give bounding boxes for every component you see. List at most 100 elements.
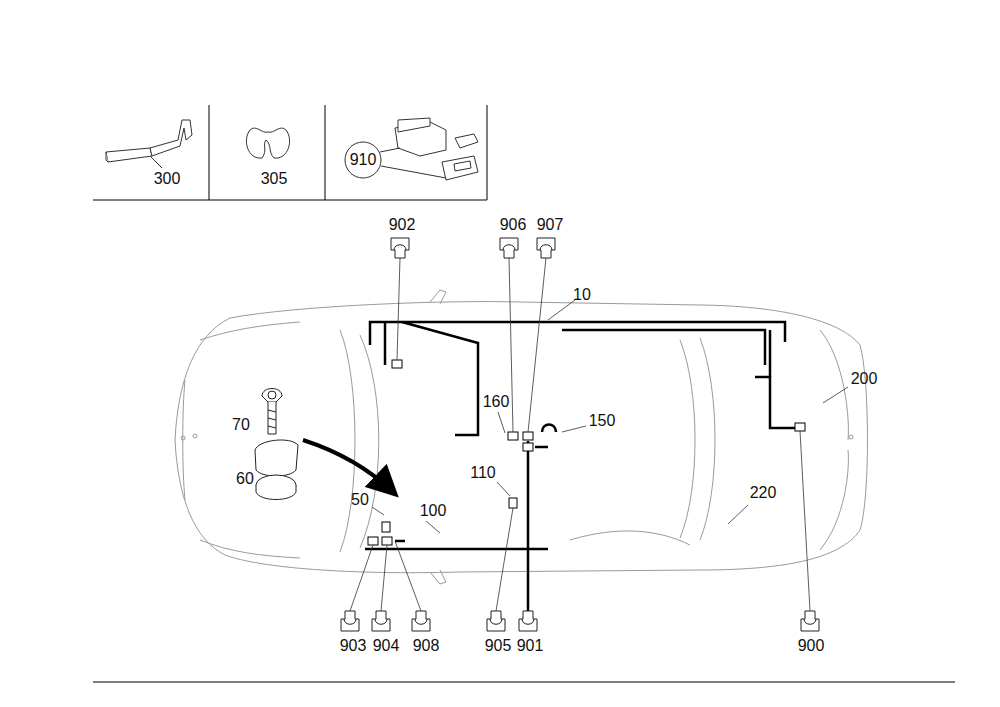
callout-number: 902 [389,217,416,233]
leader-lines [372,507,384,515]
leader-lines [381,545,387,611]
car-outline [820,330,848,440]
callout-number: 300 [154,171,181,187]
leader-lines [497,482,510,496]
connector-symbol [519,611,537,631]
parts-icons [246,128,289,158]
parts-icons [345,142,381,178]
wiring-harness [370,322,785,345]
connector-boxes [795,423,805,431]
parts-icons [442,156,478,180]
parts-icons [106,148,152,162]
leader-lines [562,426,586,432]
connector-boxes [523,432,533,440]
wiring-harness [562,330,765,365]
parts-icons [150,156,162,168]
wiring-harness [769,330,772,377]
car-outline [340,330,355,552]
connector-boxes [509,498,517,508]
callout-number: 70 [232,417,250,433]
connector-boxes [392,360,402,368]
wiring-harness [535,446,548,449]
car-outline [680,340,695,538]
connector-boxes [382,537,392,545]
car-outline [200,322,300,340]
callout-number: 305 [261,171,288,187]
wiring-harness [755,377,800,428]
leader-lines [548,300,575,320]
callout-number: 110 [470,465,496,481]
frame-lines [93,200,487,201]
callout-number: 100 [420,503,447,519]
callout-number: 907 [537,217,564,233]
leader-lines [350,258,848,611]
wiring-harness [395,540,405,543]
wiring-harness [384,322,387,365]
leader-lines [498,412,505,433]
frame-lines [93,105,955,682]
callout-number: 904 [373,638,400,654]
parts-icons [380,148,400,152]
callout-number: 50 [351,492,369,508]
part-drawings [255,389,396,500]
callout-number: 910 [350,152,377,168]
car-outline [700,338,715,540]
connector-boxes [508,432,518,440]
callout-number: 200 [851,371,878,387]
part-drawings [268,391,276,399]
wiring-harness [542,425,556,433]
connector-symbol [372,611,390,631]
callout-number: 10 [573,287,591,303]
part-drawings [303,440,393,492]
parts-icons [381,166,446,178]
callout-number: 903 [340,638,367,654]
leader-lines [728,505,748,524]
leader-lines [397,258,400,360]
leader-lines [426,521,440,533]
frame-lines [325,105,326,200]
connector-boxes [382,522,390,532]
car-outline [360,335,379,548]
wiring-harness [365,322,800,612]
parts-icons [150,120,192,156]
part-drawings [256,485,296,500]
car-outline [430,290,446,304]
leader-lines [509,258,513,432]
car-outline [200,540,300,558]
connector-boxes [523,443,533,451]
parts-icons [106,152,108,162]
part-drawings [255,440,298,476]
connector-boxes [368,360,805,545]
connector-symbols [341,238,819,631]
callout-number: 900 [798,638,825,654]
frame-lines [487,105,488,200]
callout-number: 160 [483,394,510,410]
leader-lines [823,387,848,403]
connector-symbol [801,611,819,631]
connector-boxes [368,537,378,545]
callout-number: 905 [485,638,512,654]
part-drawings [268,410,276,428]
leader-lines [395,541,421,611]
callout-number: 908 [413,638,440,654]
car-outline [820,450,848,550]
parts-icons [398,118,430,132]
leader-lines [350,545,373,611]
connector-symbol [341,611,359,631]
parts-icons [454,161,471,171]
callout-number: 906 [500,217,527,233]
leader-lines [496,508,513,611]
callout-number: 150 [589,413,616,429]
connector-symbol [537,238,555,258]
leader-lines [528,258,546,432]
connector-symbol [391,238,409,258]
connector-symbol [487,611,505,631]
connector-symbol [412,611,430,631]
part-drawings [268,402,276,434]
car-outline [181,436,185,440]
wiring-harness [365,548,548,551]
wiring-harness [402,322,478,435]
part-drawings [262,389,282,403]
